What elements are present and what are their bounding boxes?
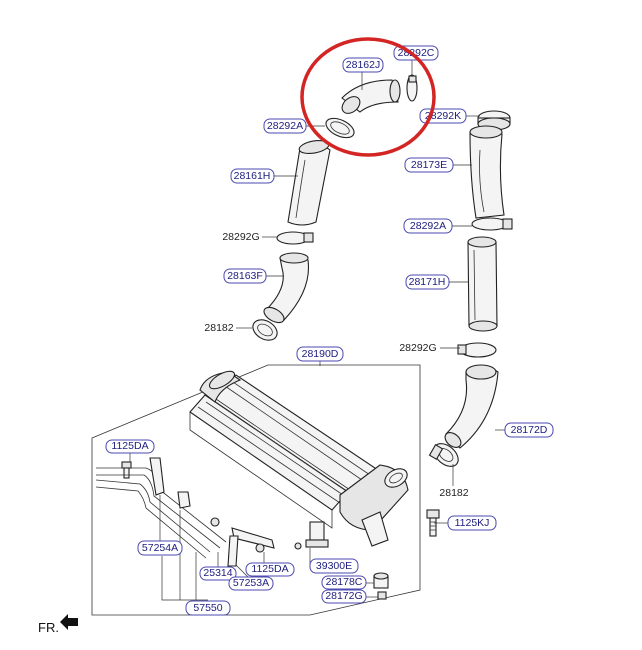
- fitting-28178C: [373, 572, 389, 589]
- clamp-28182-right: [428, 443, 459, 467]
- elbow-hose-28162J: [341, 79, 401, 114]
- bracket-57253A: [210, 517, 275, 567]
- svg-text:28178C: 28178C: [326, 576, 363, 588]
- svg-text:1125DA: 1125DA: [111, 440, 148, 452]
- callout-1125DA-top[interactable]: 1125DA: [105, 439, 155, 454]
- bolt-1125KJ: [426, 509, 440, 537]
- callout-25314[interactable]: 25314: [199, 566, 237, 581]
- front-direction-indicator: FR.: [38, 614, 78, 635]
- leader-lines: [129, 60, 505, 601]
- hose-28161H: [287, 139, 331, 226]
- svg-text:28190D: 28190D: [302, 348, 339, 360]
- svg-text:28171H: 28171H: [409, 276, 446, 288]
- hose-28172D: [444, 364, 499, 449]
- callout-28171H[interactable]: 28171H: [405, 274, 450, 290]
- svg-text:28172D: 28172D: [511, 424, 548, 436]
- svg-text:28292K: 28292K: [425, 110, 461, 122]
- svg-text:28162J: 28162J: [346, 59, 380, 71]
- callout-28292A-left[interactable]: 28292A: [263, 118, 307, 134]
- svg-text:28292G: 28292G: [222, 231, 259, 243]
- callout-28172D[interactable]: 28172D: [504, 422, 554, 438]
- screw-1125DA-top: [121, 461, 132, 479]
- svg-text:25314: 25314: [203, 567, 232, 579]
- svg-text:39300E: 39300E: [316, 560, 352, 572]
- callout-57253A[interactable]: 57253A: [228, 576, 274, 591]
- callout-28182-right: 28182: [439, 487, 468, 499]
- callout-28163F[interactable]: 28163F: [223, 268, 267, 284]
- assembly-box-28190D: [91, 364, 421, 616]
- callout-1125DA-bottom[interactable]: 1125DA: [245, 562, 295, 577]
- svg-text:28172G: 28172G: [325, 590, 362, 602]
- lines-57254A: [95, 457, 227, 559]
- svg-text:1125KJ: 1125KJ: [455, 517, 490, 529]
- svg-text:28292A: 28292A: [410, 220, 446, 232]
- clamp-28292C: [406, 74, 418, 102]
- elbow-hose-28163F: [263, 252, 310, 324]
- callout-28292G-left: 28292G: [222, 231, 259, 243]
- clamp-28182-left: [252, 319, 278, 341]
- svg-text:28163F: 28163F: [227, 270, 263, 282]
- callout-28178C[interactable]: 28178C: [321, 575, 367, 590]
- callout-1125KJ[interactable]: 1125KJ: [447, 515, 497, 531]
- clamp-28292G-left: [276, 231, 314, 245]
- highlight-circle: [300, 37, 436, 157]
- sensor-39300E: [294, 521, 329, 550]
- svg-text:28182: 28182: [204, 322, 233, 334]
- callout-39300E[interactable]: 39300E: [309, 558, 359, 574]
- callout-28190D[interactable]: 28190D: [296, 346, 344, 362]
- pipe-28171H: [467, 236, 498, 332]
- svg-text:57550: 57550: [193, 602, 222, 614]
- fitting-28172G: [377, 591, 387, 600]
- callout-57254A[interactable]: 57254A: [137, 540, 183, 556]
- svg-text:1125DA: 1125DA: [251, 563, 288, 575]
- svg-text:28292G: 28292G: [399, 342, 436, 354]
- hose-28173E: [469, 125, 505, 219]
- svg-text:28173E: 28173E: [411, 159, 447, 171]
- svg-text:28182: 28182: [439, 487, 468, 499]
- intercooler-core: [189, 370, 409, 547]
- svg-text:57254A: 57254A: [142, 542, 178, 554]
- svg-text:57253A: 57253A: [233, 577, 269, 589]
- callout-57550[interactable]: 57550: [185, 600, 231, 616]
- callout-28172G[interactable]: 28172G: [321, 589, 367, 604]
- callout-28292G-right: 28292G: [399, 342, 436, 354]
- callout-28182-left: 28182: [204, 322, 233, 334]
- clamp-28292A-left: [325, 117, 355, 139]
- callout-28173E[interactable]: 28173E: [404, 157, 454, 173]
- front-direction-label: FR.: [38, 620, 59, 635]
- svg-text:28161H: 28161H: [234, 170, 271, 182]
- callout-28292A-right[interactable]: 28292A: [403, 218, 453, 234]
- callout-28161H[interactable]: 28161H: [230, 168, 275, 184]
- callout-28162J[interactable]: 28162J: [342, 57, 384, 73]
- clamp-28292G-right: [457, 342, 497, 358]
- front-arrow-icon: [60, 614, 78, 630]
- svg-text:28292A: 28292A: [267, 120, 303, 132]
- clamp-28292A-right: [471, 217, 513, 231]
